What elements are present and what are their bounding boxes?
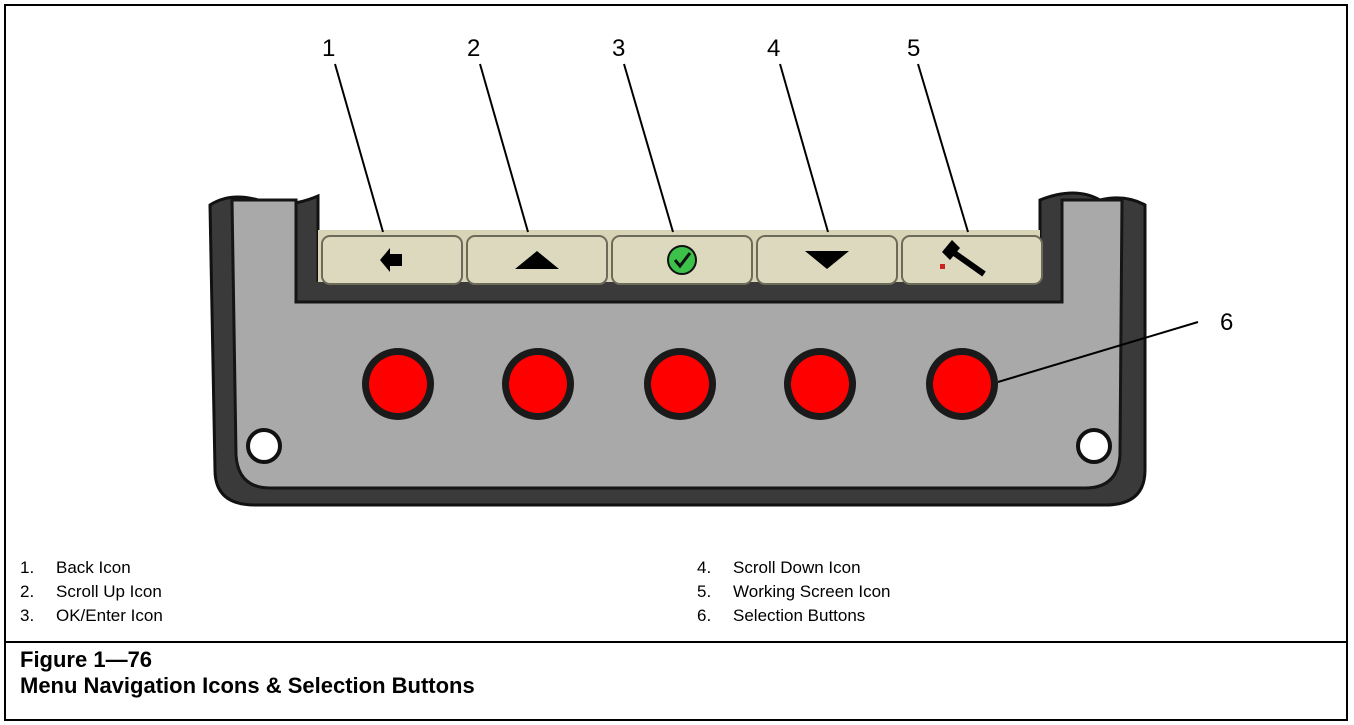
callout-5: 5 [907,35,920,62]
selection-button-2[interactable] [502,348,574,420]
legend-item: 5. Working Screen Icon [697,580,890,604]
screw-hole-left [246,428,282,464]
leader-line-4 [779,63,829,233]
back-icon [380,248,402,272]
legend-num: 2. [20,582,35,601]
legend-item: 6. Selection Buttons [697,604,890,628]
icon-tab-1 [321,235,463,285]
legend-num: 4. [697,558,712,577]
selection-button-3[interactable] [644,348,716,420]
legend-num: 1. [20,558,35,577]
legend-label: Selection Buttons [733,606,866,625]
callout-1: 1 [322,35,335,62]
selection-button-5[interactable] [926,348,998,420]
legend-item: 4. Scroll Down Icon [697,556,890,580]
screw-hole-right [1076,428,1112,464]
leader-line-2 [479,63,529,233]
legend-right: 4. Scroll Down Icon 5. Working Screen Ic… [697,556,890,628]
figure-title: Menu Navigation Icons & Selection Button… [20,673,475,698]
working-screen-icon [940,240,986,277]
figure-number: Figure 1—76 [20,647,153,672]
icon-tab-5 [901,235,1043,285]
callout-2: 2 [467,35,480,62]
selection-button-4[interactable] [784,348,856,420]
legend-left: 1. Back Icon 2. Scroll Up Icon 3. OK/Ent… [20,556,163,628]
control-panel-diagram: 1 2 3 4 5 6 [208,35,1233,507]
legend-item: 3. OK/Enter Icon [20,604,163,628]
legend-num: 6. [697,606,712,625]
callout-4: 4 [767,35,780,62]
icon-tab-3 [611,235,753,285]
legend-label: OK/Enter Icon [56,606,163,625]
leader-line-5 [917,63,969,233]
figure-caption: Figure 1—76 Menu Navigation Icons & Sele… [20,647,475,699]
legend-num: 3. [20,606,35,625]
legend-label: Working Screen Icon [733,582,891,601]
leader-line-6 [997,321,1199,383]
figure-frame [4,4,1348,721]
legend-label: Scroll Down Icon [733,558,861,577]
callout-3: 3 [612,35,625,62]
legend-item: 2. Scroll Up Icon [20,580,163,604]
leader-line-1 [334,63,384,233]
bezel-face [230,198,1124,490]
legend-label: Back Icon [56,558,131,577]
icon-tab-2 [466,235,608,285]
legend-item: 1. Back Icon [20,556,163,580]
selection-button-1[interactable] [362,348,434,420]
icon-tab-4 [756,235,898,285]
scroll-down-icon [805,251,849,269]
caption-divider [4,641,1348,643]
callout-6: 6 [1220,309,1233,336]
scroll-up-icon [515,251,559,269]
legend-num: 5. [697,582,712,601]
ok-enter-icon [667,245,697,275]
legend-label: Scroll Up Icon [56,582,162,601]
leader-line-3 [623,63,674,233]
